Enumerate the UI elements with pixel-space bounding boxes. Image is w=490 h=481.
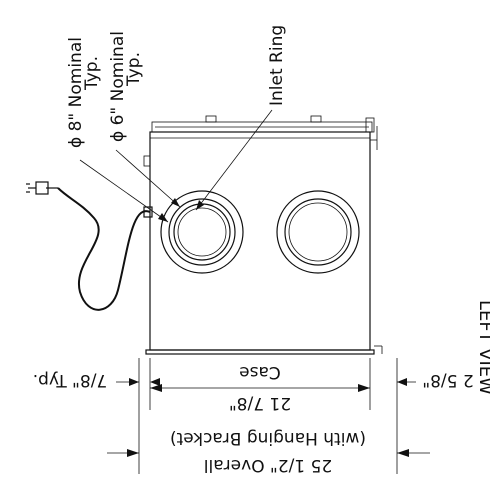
extension-lines [138,358,398,474]
dim-overall-label: (with Hanging Bracket) [170,428,366,448]
dim-overall [107,449,430,457]
dim-case [150,384,370,392]
label-inlet-ring: Inlet Ring [267,25,287,106]
callout-labels: ϕ 8" Nominal Typ. ϕ 6" Nominal Typ. Inle… [66,25,287,148]
dim-case-value: 21 7/8" [229,393,291,413]
label-nominal-8-typ: Typ. [82,56,102,91]
inlet-right [276,190,360,274]
dim-case-label: Case [239,362,281,382]
dim-overall-value: 25 1/2" Overall [204,455,332,475]
label-nominal-6: ϕ 6" Nominal [108,31,128,142]
case-body [143,115,383,355]
dimension-labels: 21 7/8" Case 25 1/2" Overall (with Hangi… [33,362,474,475]
view-title: LEFT VIEW [475,300,490,395]
leader-lines [79,109,273,223]
dim-right-value: 2 5/8" [422,370,473,390]
label-nominal-6-typ: Typ. [124,52,144,87]
dim-right [397,378,416,386]
label-nominal-8: ϕ 8" Nominal [66,37,86,148]
dim-left-value: 7/8" Typ. [33,370,108,390]
dim-left [116,378,160,386]
power-cord [26,181,153,311]
inlet-left [160,190,244,274]
